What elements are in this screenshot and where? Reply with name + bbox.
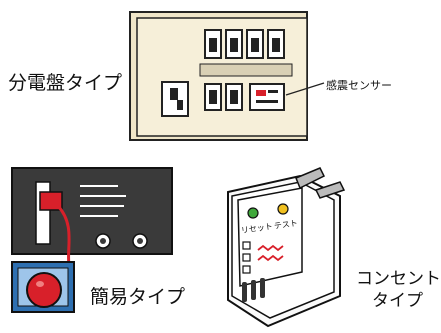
distribution-board [130, 12, 324, 140]
outlet-type-label-line2: タイプ [372, 286, 423, 311]
seismic-sensor-unit [250, 84, 284, 110]
test-light [278, 204, 288, 214]
outlet-type-device: リセット テスト [228, 168, 344, 326]
simple-type-label: 簡易タイプ [90, 282, 185, 309]
distribution-board-type-label: 分電盤タイプ [8, 68, 122, 95]
seismic-sensor-label: 感震センサー [326, 77, 392, 93]
reset-light [248, 208, 258, 218]
